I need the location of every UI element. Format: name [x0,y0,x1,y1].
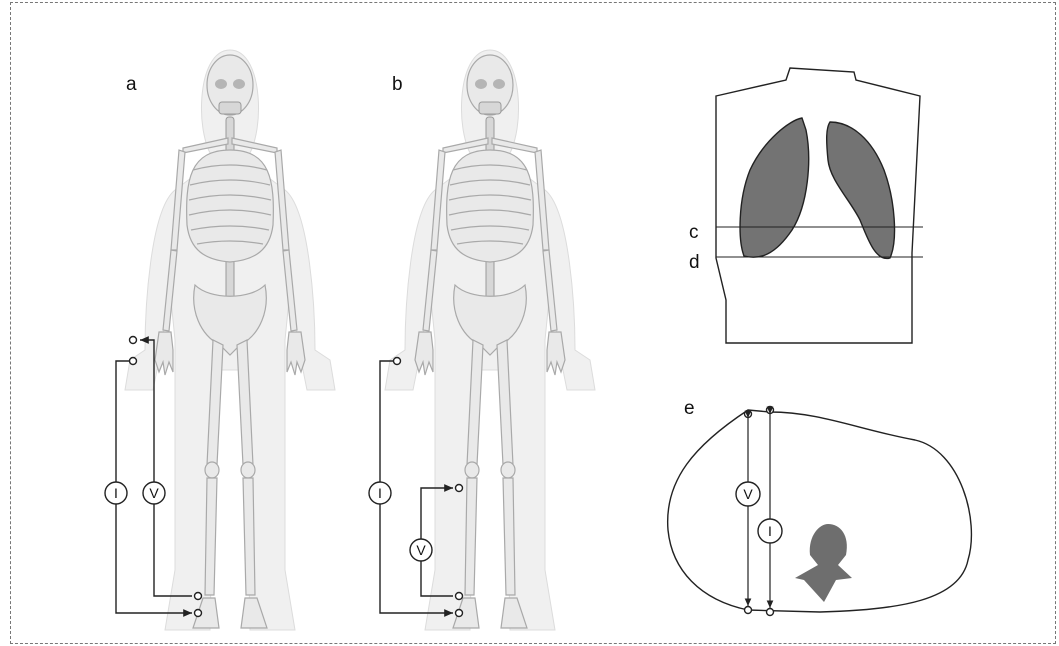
panel-d-label: d [689,252,700,273]
electrode-icon [767,407,774,414]
electrode-icon [130,337,137,344]
lung-icon [740,118,809,257]
svg-text:V: V [149,485,159,501]
current-meter-icon: I [105,482,127,504]
electrode-icon [745,607,752,614]
panel-a-label: a [126,74,137,95]
panel-e: e V I [668,398,972,616]
current-meter-icon: I [758,519,782,543]
svg-text:I: I [114,485,118,501]
electrode-icon [195,610,202,617]
panel-b: b I V [369,50,595,630]
panel-e-label: e [684,398,695,419]
voltage-meter-icon: V [736,482,760,506]
electrode-icon [745,411,752,418]
current-meter-icon: I [369,482,391,504]
panel-c-label: c [689,222,699,243]
electrode-icon [767,609,774,616]
electrode-icon [456,485,463,492]
electrode-icon [456,593,463,600]
skeleton-figure-icon [125,50,335,630]
electrode-icon [130,358,137,365]
svg-text:I: I [768,523,772,539]
vertebra-icon [795,524,852,602]
svg-text:V: V [416,542,426,558]
lung-icon [827,122,895,258]
panel-a: a I V [105,50,335,630]
voltage-meter-icon: V [410,539,432,561]
electrode-icon [195,593,202,600]
electrode-icon [456,610,463,617]
panel-b-label: b [392,74,403,95]
panel-torso: c d [689,68,923,343]
electrode-icon [394,358,401,365]
svg-text:I: I [378,485,382,501]
voltage-meter-icon: V [143,482,165,504]
svg-text:V: V [743,486,753,502]
